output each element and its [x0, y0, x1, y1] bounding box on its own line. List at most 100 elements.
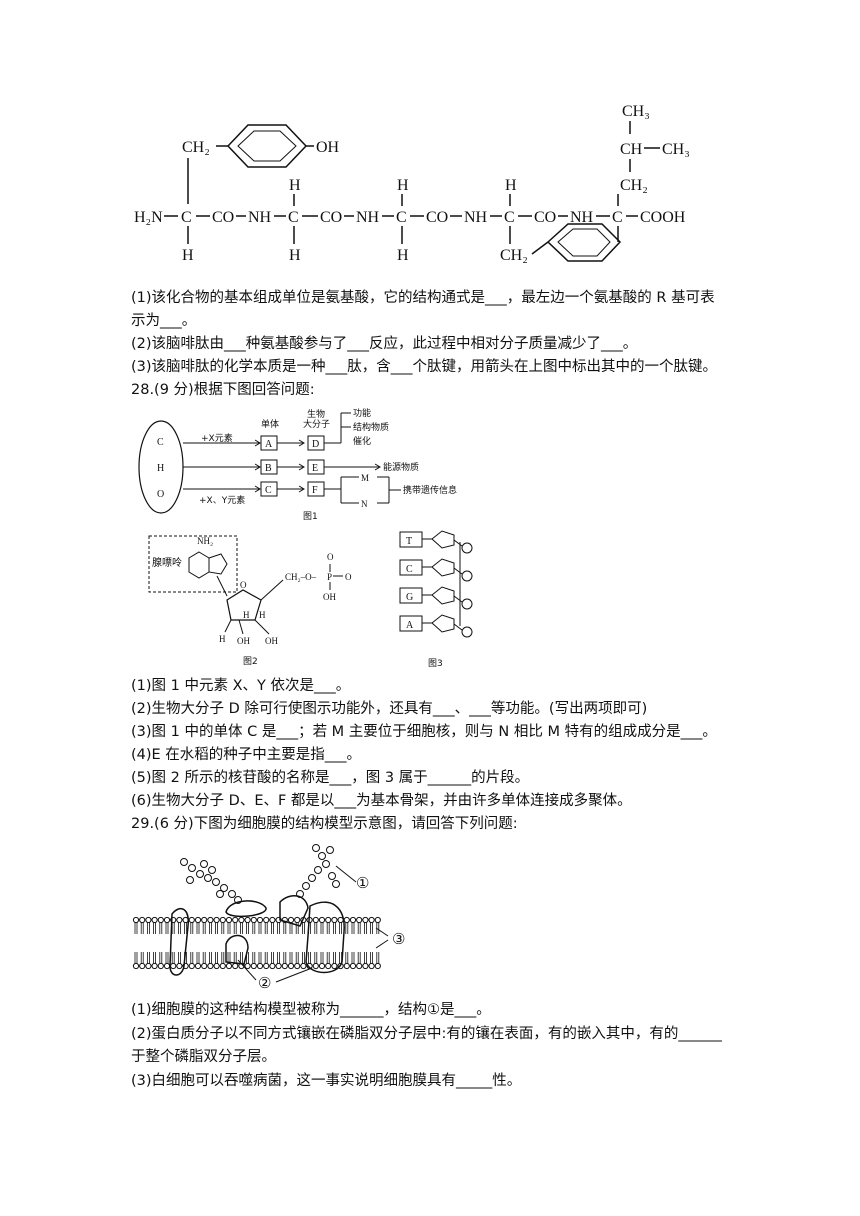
- svg-text:腺嘌呤: 腺嘌呤: [152, 556, 182, 569]
- cell-membrane-figure: ① ③ ②: [132, 844, 405, 992]
- label-2: ②: [258, 976, 271, 992]
- q28-q2: (2)生物大分子 D 除可行使图示功能外，还具有___、___等功能。(写出两项…: [131, 701, 648, 717]
- svg-text:C: C: [612, 209, 623, 226]
- sugar-chain-left: [180, 858, 242, 904]
- svg-text:NH: NH: [464, 209, 488, 226]
- svg-text:H: H: [289, 177, 301, 194]
- benzene-inner-1: [237, 130, 297, 162]
- svg-text:CH: CH: [620, 141, 643, 158]
- label-3: ③: [392, 932, 405, 948]
- svg-text:单体: 单体: [261, 418, 279, 430]
- svg-text:C: C: [157, 437, 164, 448]
- svg-text:H: H: [397, 247, 409, 264]
- svg-text:O: O: [240, 580, 247, 590]
- svg-text:CH₃: CH₃: [622, 103, 650, 120]
- svg-text:E: E: [312, 463, 318, 474]
- svg-text:能源物质: 能源物质: [383, 461, 419, 473]
- q28-q1: (1)图 1 中元素 X、Y 依次是___。: [131, 678, 351, 694]
- svg-text:A: A: [265, 439, 273, 450]
- q29-q1: (1)细胞膜的这种结构模型被称为______，结构①是___。: [131, 1002, 491, 1018]
- svg-text:OH: OH: [323, 592, 336, 602]
- q29-q3: (3)白细胞可以吞噬病菌，这一事实说明细胞膜具有_____性。: [131, 1073, 522, 1089]
- label-1: ①: [356, 876, 369, 892]
- svg-text:催化: 催化: [353, 435, 371, 447]
- svg-text:C: C: [265, 485, 272, 496]
- svg-text:H: H: [505, 177, 517, 194]
- svg-text:C: C: [396, 209, 407, 226]
- ch2-1: CH₂: [182, 139, 210, 156]
- benzene-inner-2: [557, 228, 611, 257]
- protein-left: [169, 907, 189, 976]
- svg-text:A: A: [406, 620, 414, 631]
- q28-title: 28.(9 分)根据下图回答问题:: [131, 382, 315, 398]
- q29-title: 29.(6 分)下图为细胞膜的结构模型示意图，请回答下列问题:: [131, 816, 518, 832]
- svg-text:携带遗传信息: 携带遗传信息: [403, 484, 457, 496]
- svg-text:B: B: [265, 463, 272, 474]
- svg-text:F: F: [312, 485, 318, 496]
- svg-text:生物: 生物: [307, 408, 325, 420]
- svg-text:O: O: [327, 552, 334, 562]
- amino-terminal: H₂N: [134, 209, 163, 226]
- svg-text:T: T: [406, 536, 412, 547]
- svg-text:OH: OH: [265, 636, 278, 646]
- figure-1-caption: 图1: [303, 511, 318, 522]
- q28-q4: (4)E 在水稻的种子中主要是指___。: [131, 747, 362, 763]
- protein-big: [305, 901, 345, 974]
- svg-text:NH: NH: [570, 209, 594, 226]
- svg-text:D: D: [312, 439, 319, 450]
- svg-text:C: C: [181, 209, 192, 226]
- svg-text:CH₂–O–: CH₂–O–: [285, 572, 317, 582]
- svg-text:H: H: [157, 463, 164, 474]
- svg-text:N: N: [361, 499, 368, 509]
- svg-text:H: H: [219, 634, 226, 644]
- q27-line1a: (1)该化合物的基本组成单位是氨基酸，它的结构通式是___，最左边一个氨基酸的 …: [131, 290, 715, 306]
- svg-text:+X、Y元素: +X、Y元素: [199, 494, 245, 506]
- svg-text:P: P: [327, 572, 332, 582]
- q27-line2: (2)该脑啡肽由___种氨基酸参与了___反应，此过程中相对分子质量减少了___…: [131, 336, 638, 352]
- svg-text:H: H: [243, 610, 250, 620]
- svg-text:O: O: [157, 489, 164, 500]
- svg-text:NH₂: NH₂: [197, 536, 213, 546]
- svg-text:C: C: [504, 209, 515, 226]
- figure-2: 腺嘌呤 NH₂ O CH₂–O– P O O OH H H H OH OH 图2: [148, 535, 352, 667]
- svg-text:结构物质: 结构物质: [353, 421, 389, 433]
- svg-text:CH₃: CH₃: [662, 141, 690, 158]
- q28-q5: (5)图 2 所示的核苷酸的名称是___，图 3 属于______的片段。: [131, 770, 530, 786]
- svg-text:CO: CO: [212, 209, 234, 226]
- svg-text:CH₂: CH₂: [620, 177, 648, 194]
- q27-line3: (3)该脑啡肽的化学本质是一种___肽，含___个肽键，用箭头在上图中标出其中的…: [131, 359, 718, 375]
- svg-text:G: G: [406, 592, 413, 603]
- svg-text:+X元素: +X元素: [201, 432, 233, 444]
- figure-3-caption: 图3: [428, 658, 443, 669]
- svg-text:大分子: 大分子: [303, 418, 330, 430]
- q28-q6: (6)生物大分子 D、E、F 都是以___为基本骨架，并由许多单体连接成多聚体。: [131, 793, 632, 809]
- svg-text:CO: CO: [534, 209, 556, 226]
- protein-top-1: [225, 900, 267, 918]
- svg-text:CO: CO: [426, 209, 448, 226]
- figure-2-caption: 图2: [243, 656, 258, 667]
- q29-q2b: 于整个磷脂双分子层。: [131, 1049, 276, 1065]
- svg-text:CO: CO: [320, 209, 342, 226]
- q29-q2a: (2)蛋白质分子以不同方式镶嵌在磷脂双分子层中:有的镶在表面，有的嵌入其中，有的…: [131, 1026, 722, 1042]
- svg-text:功能: 功能: [353, 407, 371, 419]
- svg-text:H: H: [259, 610, 266, 620]
- svg-text:O: O: [345, 572, 352, 582]
- peptide-structure: OH CH₂ H₂N C CO NH C CO NH C CO NH C CO …: [134, 103, 690, 264]
- svg-text:M: M: [361, 473, 369, 483]
- protein-mid: [279, 895, 309, 927]
- figure-3: T C G A 图3: [399, 530, 473, 669]
- svg-text:C: C: [406, 564, 413, 575]
- q28-q3: (3)图 1 中的单体 C 是___；若 M 主要位于细胞核，则与 N 相比 M…: [131, 724, 717, 740]
- svg-text:OH: OH: [237, 636, 250, 646]
- svg-text:H: H: [182, 247, 194, 264]
- q27-line1b: 示为___。: [131, 313, 197, 329]
- protein-2a: [225, 934, 249, 965]
- svg-text:NH: NH: [248, 209, 272, 226]
- sugar-chain-right: [296, 844, 340, 898]
- oh-group: OH: [316, 139, 340, 156]
- ch2-phenyl: CH₂: [500, 247, 528, 264]
- svg-text:H: H: [289, 247, 301, 264]
- benzene-ring-2: [546, 223, 622, 262]
- carboxyl-terminal: COOH: [640, 209, 686, 226]
- figure-1: C H O +X元素 +X、Y元素 单体 A B C 生物 大分子 D E F …: [138, 407, 457, 522]
